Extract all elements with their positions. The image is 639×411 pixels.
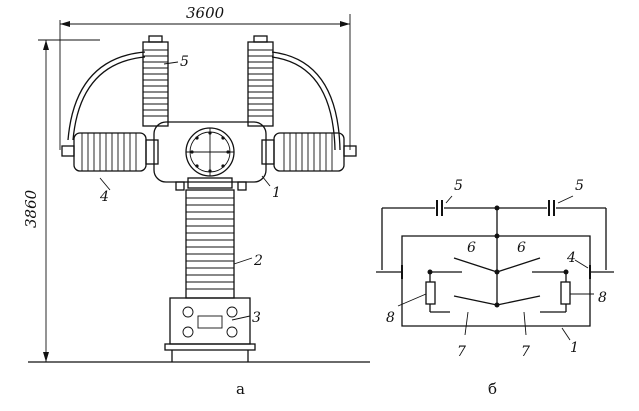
label-7-contact-left: 7 — [457, 344, 466, 360]
right-shunt-arc — [271, 51, 341, 151]
resistor-left — [425, 272, 450, 313]
height-dimension-value: 3860 — [22, 189, 40, 228]
left-horizontal-chamber — [61, 132, 159, 172]
left-shunt-arc-inner — [72, 56, 146, 141]
upper-left-insulator — [142, 35, 169, 127]
label-4-contact: 4 — [566, 250, 576, 266]
width-dimension: 3600 — [59, 4, 351, 150]
breaker-general-view: 3600 3860 — [22, 4, 370, 398]
label-5-capacitor-right: 5 — [575, 178, 584, 194]
width-dimension-value: 3600 — [186, 4, 225, 22]
label-7-contact-right: 7 — [521, 344, 530, 360]
caption-b: б — [488, 380, 497, 398]
support-insulator-column — [185, 189, 235, 299]
right-shunt-arc-inner — [271, 56, 336, 151]
capacitor-left — [435, 200, 444, 216]
label-1-frame: 1 — [570, 340, 579, 356]
right-horizontal-chamber — [261, 132, 357, 172]
caption-a: а — [236, 380, 245, 398]
label-1-tank: 1 — [272, 185, 281, 201]
label-5-capacitor-left: 5 — [454, 178, 463, 194]
label-6-contact-right: 6 — [517, 240, 526, 256]
label-8-resistor-right: 8 — [598, 290, 607, 306]
breaker-schematic: 5 5 6 6 4 8 8 7 7 1 б — [376, 178, 614, 398]
base-cabinet — [164, 297, 256, 362]
capacitor-right — [547, 200, 556, 216]
resistor-right — [540, 272, 571, 313]
central-tank — [153, 121, 267, 191]
label-3-cabinet: 3 — [252, 310, 261, 326]
upper-right-insulator — [247, 35, 274, 127]
label-4-chamber: 4 — [99, 189, 109, 205]
label-5-top: 5 — [180, 54, 189, 70]
label-8-resistor-left: 8 — [386, 310, 395, 326]
height-dimension: 3860 — [22, 39, 100, 362]
left-shunt-arc — [67, 51, 146, 141]
label-6-contact-left: 6 — [467, 240, 476, 256]
label-2-column: 2 — [253, 253, 263, 269]
